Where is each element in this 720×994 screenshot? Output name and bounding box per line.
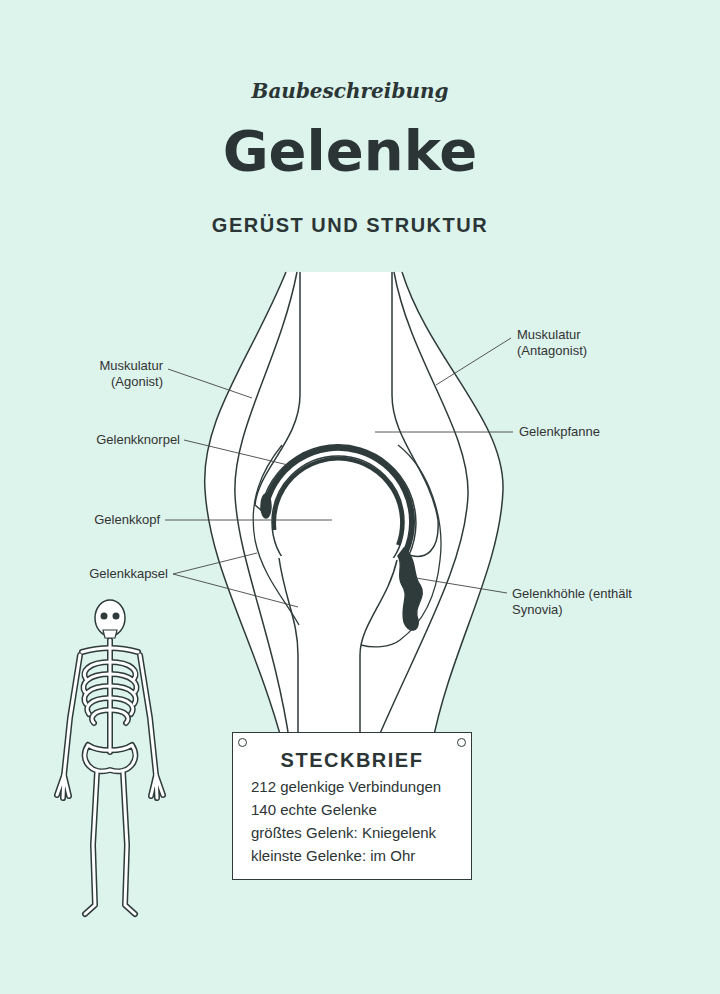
skeleton-figure xyxy=(113,613,120,620)
skeleton-figure xyxy=(57,640,163,914)
board-line: 140 echte Gelenke xyxy=(251,798,453,821)
leader-lines xyxy=(184,440,288,465)
leader-lines xyxy=(173,574,298,607)
subheading: GERÜST UND STRUKTUR xyxy=(0,212,700,238)
board-line: 212 gelenkige Verbindungen xyxy=(251,775,453,798)
board-heading: STECKBRIEF xyxy=(251,747,453,773)
leader-lines xyxy=(165,520,332,521)
part-label: Gelenkkapsel xyxy=(68,566,168,582)
joint-capsule xyxy=(253,445,299,625)
shaft-fill xyxy=(280,556,398,748)
shaft-edge xyxy=(360,560,397,748)
joint-capsule xyxy=(253,445,441,647)
head-cartilage xyxy=(274,459,402,545)
skeleton-figure xyxy=(101,613,108,620)
part-label: Gelenkhöhle (enthält Synovia) xyxy=(512,586,632,618)
title: Gelenke xyxy=(0,118,700,184)
cavity-pouch xyxy=(398,548,422,630)
skeleton-figure xyxy=(57,640,163,914)
part-label: Muskulatur (Agonist) xyxy=(73,358,163,390)
leader-lines xyxy=(173,553,257,574)
board-line: kleinste Gelenke: im Ohr xyxy=(251,844,453,867)
leader-lines xyxy=(436,338,511,385)
board-nail xyxy=(457,738,466,747)
board-line: größtes Gelenk: Kniegelenk xyxy=(251,821,453,844)
joint-capsule xyxy=(361,445,441,647)
joint-bones xyxy=(255,272,438,748)
leader-lines xyxy=(416,578,507,593)
skeleton-figure xyxy=(57,600,163,914)
info-board: STECKBRIEF212 gelenkige Verbindungen140 … xyxy=(232,732,472,880)
part-label: Gelenkknorpel xyxy=(70,432,180,448)
leader-lines xyxy=(168,369,252,398)
cavity-pocket xyxy=(261,494,271,518)
subtitle: Baubeschreibung xyxy=(0,78,700,104)
skeleton-figure xyxy=(103,630,117,638)
board-nail xyxy=(238,738,247,747)
shaft-edge xyxy=(279,558,298,748)
part-label: Muskulatur (Antagonist) xyxy=(517,327,612,359)
leader-lines xyxy=(375,432,513,433)
part-label: Gelenkkopf xyxy=(60,512,160,528)
leader-lines xyxy=(165,338,513,607)
part-label: Gelenkpfanne xyxy=(519,424,629,440)
